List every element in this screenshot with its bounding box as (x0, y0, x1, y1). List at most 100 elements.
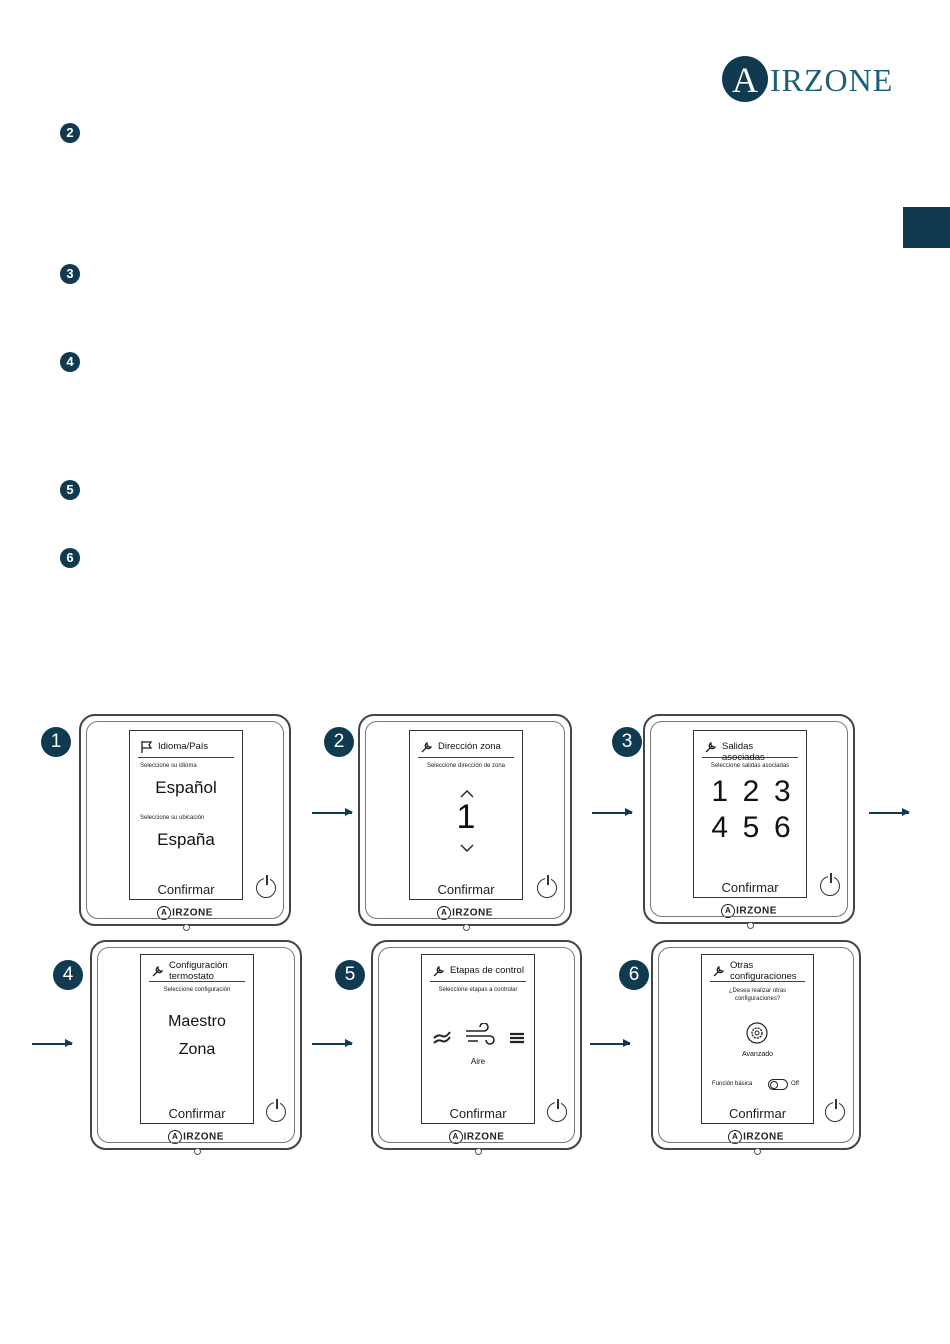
screen-title: Etapas de control (450, 965, 524, 976)
wrench-icon (433, 965, 445, 977)
stages-prompt: Seleccione etapas a controlar (438, 987, 518, 993)
power-icon[interactable] (825, 1099, 845, 1122)
arrow-right-icon (590, 1040, 631, 1046)
arrow-right-icon (592, 809, 633, 815)
output-6[interactable]: 6 (773, 811, 791, 844)
floor-heating-icon[interactable] (508, 1031, 526, 1045)
config-prompt: Seleccione configuración (163, 987, 231, 993)
power-icon[interactable] (537, 875, 557, 898)
device-step-badge-1: 1 (41, 727, 71, 757)
confirm-button[interactable]: Confirmar (728, 1106, 787, 1121)
device-step-badge-3: 3 (612, 727, 642, 757)
step-badge-6: 6 (60, 548, 80, 568)
arrow-right-icon (869, 809, 910, 815)
chevron-up-icon[interactable] (459, 789, 475, 799)
thermostat-device-2: Dirección zona Seleccione dirección de z… (358, 714, 572, 931)
airzone-logo: A IRZONE (722, 56, 894, 106)
air-fan-icon[interactable] (464, 1023, 496, 1049)
option-zona[interactable]: Zona (178, 1041, 216, 1058)
language-value[interactable]: Español (155, 778, 217, 797)
wrench-icon (421, 741, 433, 753)
toggle-knob (770, 1080, 778, 1089)
logo-badge: A (722, 56, 768, 102)
power-icon[interactable] (266, 1099, 286, 1122)
toggle-state: Off (791, 1081, 799, 1087)
chevron-down-icon[interactable] (459, 843, 475, 853)
screen-header: Etapas de control (430, 961, 526, 982)
device-screen: Etapas de control Seleccione etapas a co… (421, 954, 535, 1124)
outputs-prompt: Seleccione salidas asociadas (710, 763, 790, 769)
arrow-right-icon (32, 1040, 73, 1046)
device-step-badge-6: 6 (619, 960, 649, 990)
thermostat-device-5: Etapas de control Seleccione etapas a co… (371, 940, 582, 1155)
device-pin (463, 924, 470, 931)
confirm-button[interactable]: Confirmar (437, 882, 495, 897)
section-tab (903, 207, 950, 248)
power-icon[interactable] (256, 875, 276, 898)
power-icon[interactable] (547, 1099, 567, 1122)
step-badge-3: 3 (60, 264, 80, 284)
output-3[interactable]: 3 (773, 775, 791, 808)
device-step-badge-2: 2 (324, 727, 354, 757)
screen-title: Dirección zona (438, 741, 501, 752)
screen-header: Dirección zona (418, 737, 514, 758)
device-pin (754, 1148, 761, 1155)
device-pin (475, 1148, 482, 1155)
screen-header: Idioma/País (138, 737, 234, 758)
device-pin (194, 1148, 201, 1155)
thermostat-device-1: Idioma/País Seleccione su idioma Español… (79, 714, 291, 931)
location-prompt: Seleccione su ubicación (140, 815, 205, 821)
step-badge-2: 2 (60, 123, 80, 143)
output-1[interactable]: 1 (711, 775, 728, 808)
device-pin (183, 924, 190, 931)
device-step-badge-4: 4 (53, 960, 83, 990)
device-step-badge-5: 5 (335, 960, 365, 990)
step-badge-4: 4 (60, 352, 80, 372)
step-badge-5: 5 (60, 480, 80, 500)
language-prompt: Seleccione su idioma (140, 763, 197, 769)
location-value[interactable]: España (157, 830, 215, 849)
wrench-icon (713, 965, 725, 977)
power-icon[interactable] (820, 873, 840, 896)
basic-function-label: Función básica (712, 1081, 753, 1087)
device-pin (747, 922, 754, 929)
device-screen: Dirección zona Seleccione dirección de z… (409, 730, 523, 900)
advanced-label[interactable]: Avanzado (741, 1051, 773, 1058)
selected-stage: Aire (470, 1057, 486, 1066)
gear-icon[interactable] (745, 1021, 769, 1045)
logo-wordmark: IRZONE (770, 62, 894, 98)
option-maestro[interactable]: Maestro (168, 1013, 226, 1030)
wrench-icon (705, 741, 717, 753)
output-2[interactable]: 2 (742, 775, 760, 808)
confirm-button[interactable]: Confirmar (449, 1106, 507, 1121)
device-screen: Idioma/País Seleccione su idioma Español… (129, 730, 243, 900)
basic-function-toggle[interactable] (768, 1079, 788, 1090)
radiator-icon[interactable] (432, 1029, 452, 1047)
thermostat-device-3: Salidas asociadas Seleccione salidas aso… (643, 714, 855, 929)
screen-header: Salidas asociadas (702, 737, 798, 763)
arrow-right-icon (312, 1040, 353, 1046)
arrow-right-icon (312, 809, 353, 815)
output-4[interactable]: 4 (711, 811, 728, 844)
output-5[interactable]: 5 (742, 811, 760, 844)
confirm-button[interactable]: Confirmar (721, 880, 779, 895)
confirm-button[interactable]: Confirmar (157, 882, 215, 897)
zone-prompt: Seleccione dirección de zona (426, 763, 506, 769)
confirm-button[interactable]: Confirmar (168, 1106, 226, 1121)
screen-title: Salidas asociadas (722, 741, 765, 763)
